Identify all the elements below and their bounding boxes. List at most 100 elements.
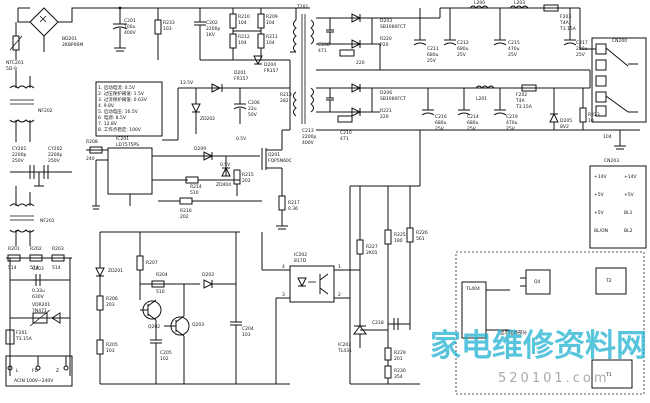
r216-label: R216: [180, 208, 192, 214]
note-2: 2. 过压保护阈值: 1.5V: [98, 90, 145, 97]
c219-label: C219: [506, 114, 518, 120]
d202-label: D202: [202, 272, 214, 278]
r233-value: 103: [163, 26, 172, 32]
cy202-v1: 2200p: [48, 152, 62, 158]
f202-v2: T3.15A: [515, 104, 533, 110]
f203-label: F203: [560, 14, 571, 20]
cn203-left-2: +5V: [594, 210, 605, 216]
r233-label: R233: [163, 20, 175, 26]
c217-label: C217: [576, 40, 588, 46]
r233-resistor: [154, 8, 162, 60]
optocoupler-ic202: [261, 232, 360, 384]
r216-value: 202: [180, 214, 189, 220]
r230-value: 354: [394, 374, 403, 380]
c202-v2: 1KV: [206, 32, 216, 38]
r211-label: R211: [266, 34, 278, 40]
d206-value: SB1060FCT: [380, 96, 406, 102]
r210-label: R210: [238, 14, 250, 20]
ic202-label: IC202: [294, 252, 307, 258]
r215-label: R215: [242, 172, 254, 178]
c208-value: 471: [318, 48, 327, 54]
q201-label: Q201: [268, 152, 280, 158]
c213-v1: 2200p: [302, 134, 316, 140]
c215-v2: 25V: [508, 52, 518, 58]
cn203-right-2: BL1: [624, 210, 633, 216]
cn203-left-1: +5V: [594, 192, 605, 198]
c219-v1: 470u: [506, 120, 518, 126]
note-8: 8. 工作点稳定: 100V: [98, 126, 142, 133]
note-1: 1. 启动电流: 0.5V: [98, 84, 136, 91]
acin-label: ACIN 100V~240V: [14, 378, 54, 384]
inset-t1-label: T1: [605, 372, 612, 378]
r201-label: R201: [8, 246, 20, 252]
r203-value: 514: [52, 265, 61, 271]
cn203-label: CN203: [604, 158, 619, 164]
rcd-snubber: [194, 8, 290, 66]
c218-label: C218: [372, 320, 384, 326]
upper-secondary: [316, 4, 580, 71]
r217-label: R217: [288, 200, 300, 206]
cn203-right-1: +5V: [624, 192, 635, 198]
ntc201-label: NTC201: [6, 60, 24, 66]
r214-value: 510: [190, 190, 199, 196]
r214-label: R214: [190, 184, 202, 190]
cy201-v1: 2200p: [12, 152, 26, 158]
c203-label: C203: [32, 266, 44, 272]
protection-circuit: [95, 231, 290, 385]
ac-pin-l: L: [16, 368, 19, 374]
ntc201-value: 5D-9: [6, 66, 17, 72]
c214-v2: 25V: [467, 126, 477, 132]
note-6: 6. 电源: 8.5V: [98, 114, 127, 121]
feedback-network: [349, 130, 421, 385]
ntc201-thermistor: [9, 22, 23, 60]
c216-v1: 680u: [435, 120, 447, 126]
bridge-rectifier-bd201: [17, 7, 92, 52]
opto-pin-3: 3: [282, 292, 285, 298]
r213-label: R213: [280, 92, 292, 98]
r209-label: R209: [266, 14, 278, 20]
bleeder-resistors: [6, 254, 72, 262]
ac-pin-fg: FG: [32, 368, 39, 374]
bulk-cap-c201: [112, 8, 128, 52]
r220-label: R220: [380, 36, 392, 42]
c215-label: C215: [508, 40, 520, 46]
ic203-label: IC203: [338, 342, 351, 348]
r205-value: 103: [106, 348, 115, 354]
cn200-label: CN200: [612, 38, 627, 44]
opto-pin-2: 2: [338, 292, 341, 298]
r221-label: R221: [380, 108, 392, 114]
l200-label: L200: [474, 0, 485, 6]
r204-label: R204: [156, 272, 168, 278]
c212-v1: 680u: [457, 46, 469, 52]
r206-label: R206: [106, 296, 118, 302]
lower-secondary: [316, 70, 640, 150]
r229-value: 201: [394, 356, 403, 362]
c217-v2: 25V: [576, 52, 586, 58]
r210-value: 104: [238, 20, 247, 26]
r217-value: 0.36: [288, 206, 298, 212]
d201-value: FR157: [234, 76, 248, 82]
r226-value: 561: [416, 236, 425, 242]
cy202-label: CY202: [48, 146, 63, 152]
c203-v2: 630V: [32, 294, 45, 300]
c212-label: C212: [457, 40, 469, 46]
pwm-ic-ic201: [92, 147, 200, 210]
q203-label: Q203: [192, 322, 204, 328]
ic202-part: 817D: [294, 258, 307, 264]
r212-label: R212: [238, 34, 250, 40]
c201-v1: 100u: [124, 24, 136, 30]
cy202-v2: 250V: [48, 158, 61, 164]
r224-value: 104: [603, 134, 612, 140]
r213-value: 282: [280, 98, 289, 104]
c208-label: C208: [318, 42, 330, 48]
inset-caption: 显示电路部分: [500, 329, 527, 336]
c211-v1: 680u: [427, 52, 439, 58]
vcc-aux-section: [162, 83, 290, 141]
r220-value: P20: [380, 42, 389, 48]
r230-label: R230: [394, 368, 406, 374]
c206-label: C206: [248, 100, 260, 106]
f202-v1: T4A: [515, 98, 526, 104]
note-3: 3. 过流保护阈值: 0.63V: [98, 96, 148, 103]
opto-pin-4: 4: [282, 264, 285, 270]
r202-label: R202: [30, 246, 42, 252]
